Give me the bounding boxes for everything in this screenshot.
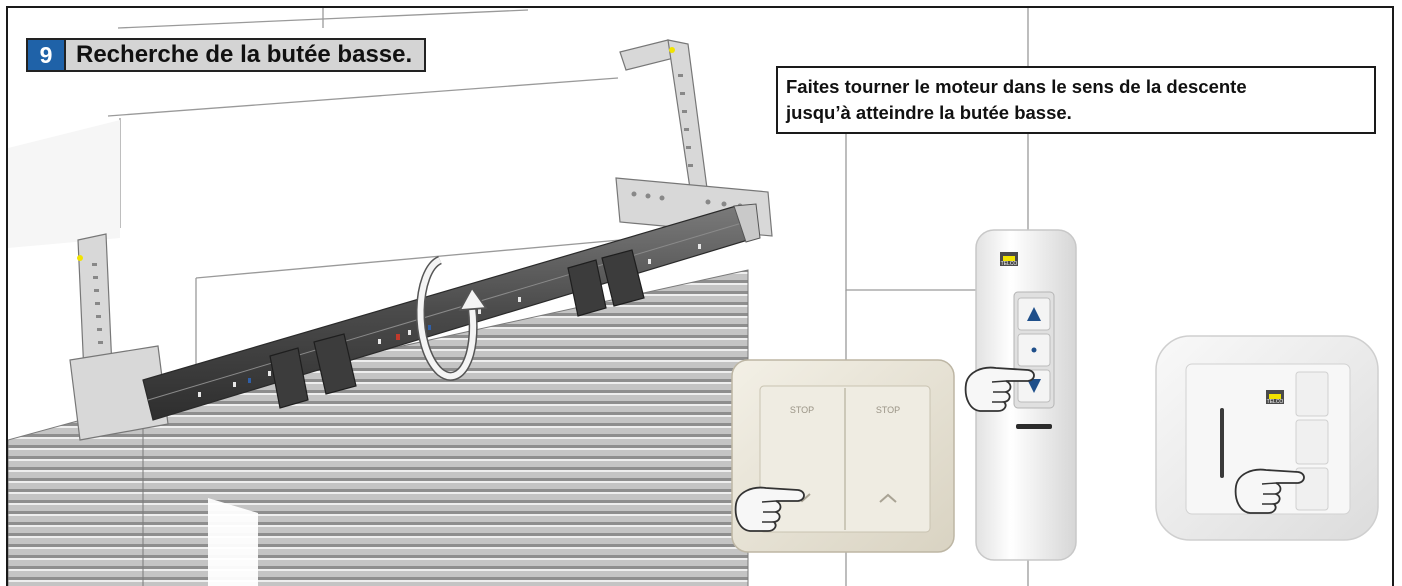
- up-arrow-icon: [1027, 307, 1041, 321]
- switch-stop-right: STOP: [876, 405, 900, 415]
- step-number: 9: [28, 40, 66, 70]
- wireless-up-button: [1295, 371, 1329, 417]
- switch-up-icon: [879, 493, 897, 503]
- svg-text:TELCO: TELCO: [1001, 261, 1018, 267]
- installation-scene: STOP STOP TELCO: [8, 8, 1379, 586]
- step-header: 9 Recherche de la butée basse.: [26, 38, 427, 72]
- instruction-line-2: jusqu’à atteindre la butée basse.: [786, 102, 1072, 123]
- wireless-stop-button: [1295, 419, 1329, 465]
- illustration-frame: STOP STOP TELCO: [6, 6, 1394, 586]
- shutter-curtain: [8, 269, 749, 586]
- wireless-switch: TELCO: [1155, 335, 1379, 541]
- switch-stop-left: STOP: [790, 405, 814, 415]
- instruction-box: Faites tourner le moteur dans le sens de…: [776, 66, 1376, 134]
- svg-text:TELCO: TELCO: [1267, 399, 1284, 405]
- step-title: Recherche de la butée basse.: [76, 41, 413, 68]
- left-bracket: [69, 233, 169, 441]
- brand-logo-icon: TELCO: [1266, 390, 1284, 405]
- stop-dot-icon: [1031, 347, 1037, 353]
- brand-logo-icon: TELCO: [1000, 252, 1018, 267]
- rotation-arrow-icon: [416, 255, 488, 381]
- instruction-line-1: Faites tourner le moteur dans le sens de…: [786, 76, 1247, 97]
- down-arrow-icon: [1027, 379, 1041, 393]
- tube-rings: [269, 249, 645, 409]
